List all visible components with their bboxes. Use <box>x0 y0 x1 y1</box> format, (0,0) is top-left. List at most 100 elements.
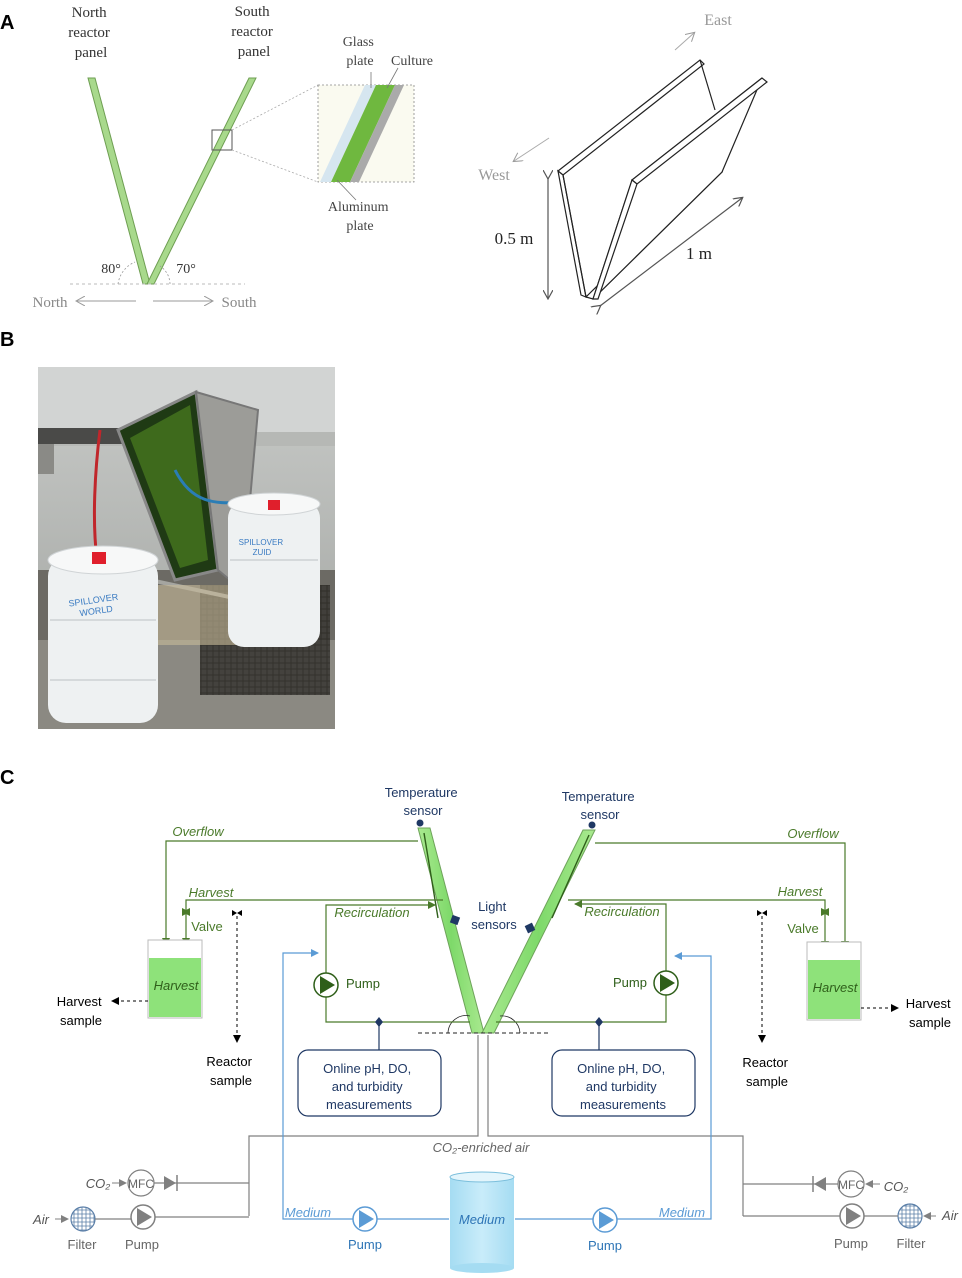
base-arc-right <box>499 1015 521 1034</box>
recirculation-loop-right <box>496 900 667 1023</box>
temp-sensor-dot-right <box>588 821 596 829</box>
east-arrow <box>674 33 694 51</box>
valve-icon-left <box>182 908 190 916</box>
valve-icon-right <box>821 908 829 916</box>
south-panel-label: South reactor panel <box>231 4 276 60</box>
recirc-pump-icon-left <box>313 972 339 998</box>
west-arrow <box>514 137 550 161</box>
overflow-line-left <box>162 840 418 946</box>
panel-c-letter: C <box>0 767 14 789</box>
recirc-pump-label-left: Pump <box>346 976 380 991</box>
tank-label-right: SPILLOVER ZUID <box>239 538 286 557</box>
height-dimension-label: 0.5 m <box>495 229 534 248</box>
medium-tank <box>449 1171 515 1273</box>
harvest-line-right <box>568 899 829 949</box>
harvest-vessel-right <box>806 941 862 1021</box>
medium-pump-label-left: Pump <box>348 1237 382 1252</box>
reactor-3d-view <box>557 59 768 300</box>
south-direction-label: South <box>221 295 257 311</box>
south-reactor-tube <box>481 829 596 1034</box>
angle-north-label: 80° <box>101 262 121 277</box>
light-sensor-left <box>449 914 461 926</box>
air-line-left <box>248 1035 479 1216</box>
mfc-label-left: MFC <box>128 1177 154 1191</box>
angle-south-arc <box>159 265 171 285</box>
filter-label-right: Filter <box>897 1236 927 1251</box>
air-pump-label-left: Pump <box>125 1237 159 1252</box>
medium-pump-icon-left <box>352 1206 378 1232</box>
harvest-sample-label-right: Harvest sample <box>906 996 954 1030</box>
west-label: West <box>478 167 510 184</box>
online-node-left <box>375 1017 383 1027</box>
harvest-vessel-label-left: Harvest <box>154 978 200 993</box>
online-measurements-box-left <box>297 1049 442 1117</box>
culture-label: Culture <box>391 54 433 69</box>
sample-valve-icon-left <box>232 910 242 916</box>
recirc-pump-icon-right <box>653 970 679 996</box>
east-label: East <box>704 12 732 29</box>
air-label-left: Air <box>32 1212 50 1227</box>
co2-enriched-air-label: CO₂-enriched air <box>433 1140 530 1155</box>
harvest-line-left <box>182 899 443 946</box>
panel-b-letter: B <box>0 329 14 351</box>
recirculation-loop-left <box>325 901 470 1023</box>
harvest-vessel-left <box>147 939 203 1019</box>
panel-a-letter: A <box>0 12 14 34</box>
medium-pump-icon-right <box>592 1207 618 1233</box>
harvest-line-label-right: Harvest <box>778 884 824 899</box>
online-node-right <box>595 1017 603 1027</box>
valve-label-left: Valve <box>191 919 223 934</box>
air-label-right: Air <box>941 1208 959 1223</box>
light-sensor-right <box>524 922 536 934</box>
angle-south-label: 70° <box>176 262 196 277</box>
aluminum-plate-label: Aluminum plate <box>328 200 392 234</box>
temp-probe-right <box>551 834 590 919</box>
medium-pump-label-right: Pump <box>588 1238 622 1253</box>
overflow-line-right <box>595 842 849 949</box>
panel-b: B SPILLOVER <box>0 329 335 729</box>
valve-label-right: Valve <box>787 921 819 936</box>
cross-section-detail <box>317 67 415 201</box>
north-panel-label: North reactor panel <box>68 5 113 61</box>
mfc-label-right: MFC <box>838 1178 864 1192</box>
filter-icon-right <box>897 1203 923 1229</box>
air-pump-icon-left <box>130 1204 156 1230</box>
zoom-line-bottom <box>231 149 319 183</box>
recirculation-label-left: Recirculation <box>334 905 409 920</box>
harvest-line-label-left: Harvest <box>189 885 235 900</box>
zoom-box <box>211 129 233 151</box>
air-pump-label-right: Pump <box>834 1236 868 1251</box>
check-valve-icon-left <box>164 1175 178 1191</box>
length-dimension-line <box>600 198 742 306</box>
temp-sensor-dot-left <box>416 819 424 827</box>
glass-plate-label: Glass plate <box>343 35 378 69</box>
north-direction-label: North <box>33 295 68 311</box>
temp-sensor-label-left: Temperature sensor <box>385 785 462 818</box>
harvest-vessel-label-right: Harvest <box>813 980 859 995</box>
co2-label-right: CO₂ <box>884 1179 909 1194</box>
reactor-sample-label-left: Reactor sample <box>206 1054 255 1088</box>
online-measurements-box-right <box>551 1049 696 1117</box>
overflow-label-right: Overflow <box>787 826 840 841</box>
south-reactor-panel <box>146 77 257 285</box>
filter-label-left: Filter <box>68 1237 98 1252</box>
medium-line-label-left: Medium <box>285 1205 331 1220</box>
north-reactor-panel <box>87 77 151 285</box>
temp-sensor-label-right: Temperature sensor <box>562 789 639 822</box>
reactor-sample-label-right: Reactor sample <box>742 1055 791 1089</box>
harvest-sample-label-left: Harvest sample <box>57 994 105 1028</box>
recirculation-label-right: Recirculation <box>584 904 659 919</box>
recirc-pump-label-right: Pump <box>613 975 647 990</box>
photograph: SPILLOVER WORLD SPILLOVER ZUID <box>38 367 335 729</box>
online-measurements-label-left: Online pH, DO, and turbidity measurement… <box>323 1061 415 1112</box>
co2-label-left: CO₂ <box>86 1176 111 1191</box>
online-measurements-label-right: Online pH, DO, and turbidity measurement… <box>577 1061 669 1112</box>
base-arc-left <box>447 1015 471 1034</box>
sample-valve-icon-right <box>757 910 767 916</box>
zoom-line-top <box>231 84 319 131</box>
light-sensors-label: Light sensors <box>471 899 517 932</box>
length-dimension-label: 1 m <box>686 244 712 263</box>
medium-tank-label: Medium <box>459 1212 505 1227</box>
overflow-label-left: Overflow <box>172 824 225 839</box>
